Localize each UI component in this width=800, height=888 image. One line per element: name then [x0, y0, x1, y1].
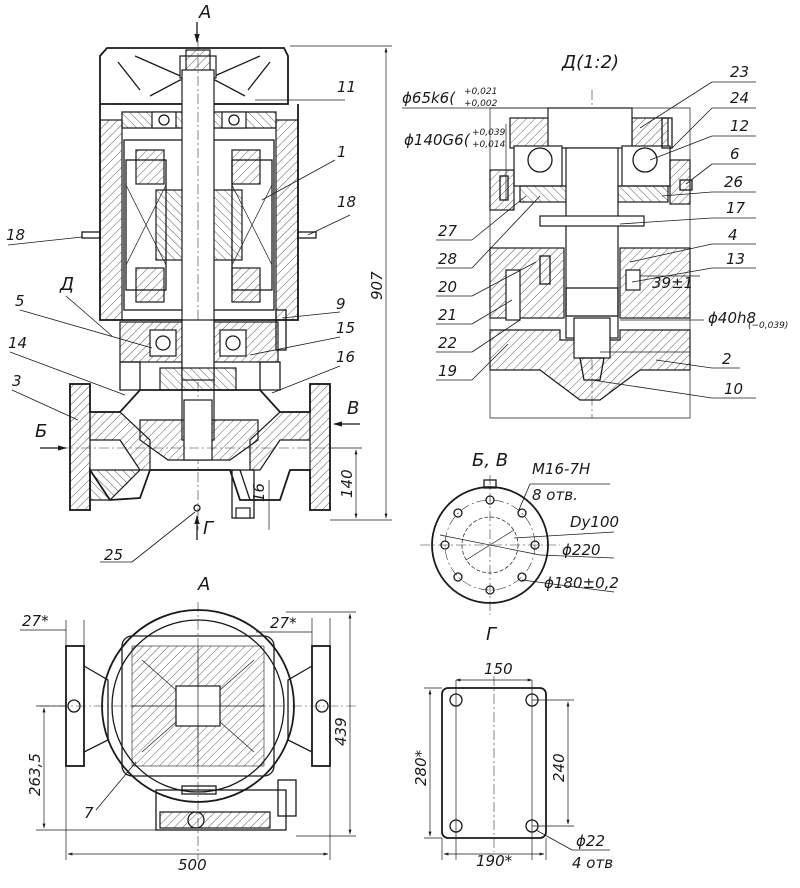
callout-18-right: 18: [337, 193, 356, 211]
dim-263-5: 263,5: [26, 753, 44, 796]
detail-callout-26: 26: [724, 173, 743, 191]
detail-callout-12: 12: [730, 117, 749, 135]
d180-label: ϕ180±0,2: [544, 574, 619, 592]
callout-25: 25: [104, 546, 123, 564]
tol-65-dn: +0,002: [464, 99, 498, 109]
callout-14: 14: [8, 334, 27, 352]
view-g-title: Г: [486, 624, 498, 645]
detail-callout-6: 6: [730, 145, 740, 163]
tol-65-up: +0,021: [464, 87, 497, 97]
dim-500: 500: [178, 856, 207, 874]
tol-40-sub: (−0,039): [748, 321, 788, 331]
view-g: Г 150 280* 240 190* ϕ22 4 отв: [412, 624, 613, 872]
hole-count: 4 отв: [572, 854, 613, 872]
view-a-title: А: [197, 574, 210, 595]
callout-16: 16: [336, 348, 355, 366]
section-arrow-a: А: [198, 2, 211, 23]
callout-3: 3: [12, 372, 22, 390]
detail-d-label: Д: [59, 274, 74, 295]
thread-label: M16-7H: [532, 460, 590, 478]
dim-190: 190*: [476, 852, 513, 870]
view-a: А 7 27*: [20, 574, 356, 874]
detail-callout-28: 28: [438, 250, 457, 268]
tol-65-main: ϕ65k6(: [402, 89, 456, 107]
detail-callout-19: 19: [438, 362, 457, 380]
holes-label: 8 отв.: [532, 486, 578, 504]
detail-d-view: Д(1:2) ϕ65k6( +0,021 +0,002: [402, 52, 788, 419]
dim-27-right: 27*: [270, 614, 297, 632]
callout-9: 9: [336, 295, 346, 313]
dim-280: 280*: [412, 749, 430, 786]
dim-16: 16: [250, 483, 268, 502]
detail-callout-17: 17: [726, 199, 746, 217]
detail-callout-13: 13: [726, 250, 745, 268]
detail-callout-23: 23: [730, 63, 749, 81]
detail-callout-10: 10: [724, 380, 743, 398]
callout-5: 5: [15, 292, 25, 310]
dim-439: 439: [332, 717, 350, 746]
callout-15: 15: [336, 319, 355, 337]
detail-callout-27: 27: [438, 222, 458, 240]
dim-27-left: 27*: [22, 612, 49, 630]
detail-callout-22: 22: [438, 334, 457, 352]
tol-40-main: ϕ40h8: [708, 309, 756, 327]
section-g-label: Г: [203, 518, 215, 539]
tol-140-dn: +0,014: [472, 140, 506, 150]
section-v-label: В: [347, 398, 359, 419]
callout-11: 11: [337, 78, 356, 96]
main-section-view: А: [6, 2, 392, 564]
tol-140-up: +0,039: [472, 128, 506, 138]
flange-view: Б, В M16-7H 8 отв. Dy100 ϕ220 ϕ180±0,2: [420, 450, 619, 615]
callout-7: 7: [84, 804, 94, 822]
callout-18-left: 18: [6, 226, 25, 244]
detail-title: Д(1:2): [561, 52, 619, 73]
dim-140: 140: [338, 469, 356, 498]
detail-callout-20: 20: [438, 278, 457, 296]
fan-grille: [131, 645, 265, 767]
callout-1: 1: [337, 143, 347, 161]
section-b-label: Б: [35, 421, 47, 442]
d220-label: ϕ220: [562, 541, 601, 559]
detail-callout-2: 2: [722, 350, 732, 368]
dim-150: 150: [484, 660, 513, 678]
flange-view-title: Б, В: [472, 450, 508, 471]
detail-callout-21: 21: [438, 306, 457, 324]
dim-240: 240: [550, 753, 568, 782]
tol-140-main: ϕ140G6(: [404, 131, 471, 149]
detail-callout-24: 24: [730, 89, 749, 107]
dim-39: 39±1: [652, 274, 693, 292]
dim-907: 907: [368, 271, 386, 300]
hole-diameter: ϕ22: [576, 832, 605, 850]
dn-label: Dy100: [570, 513, 619, 531]
detail-callout-4: 4: [728, 226, 738, 244]
